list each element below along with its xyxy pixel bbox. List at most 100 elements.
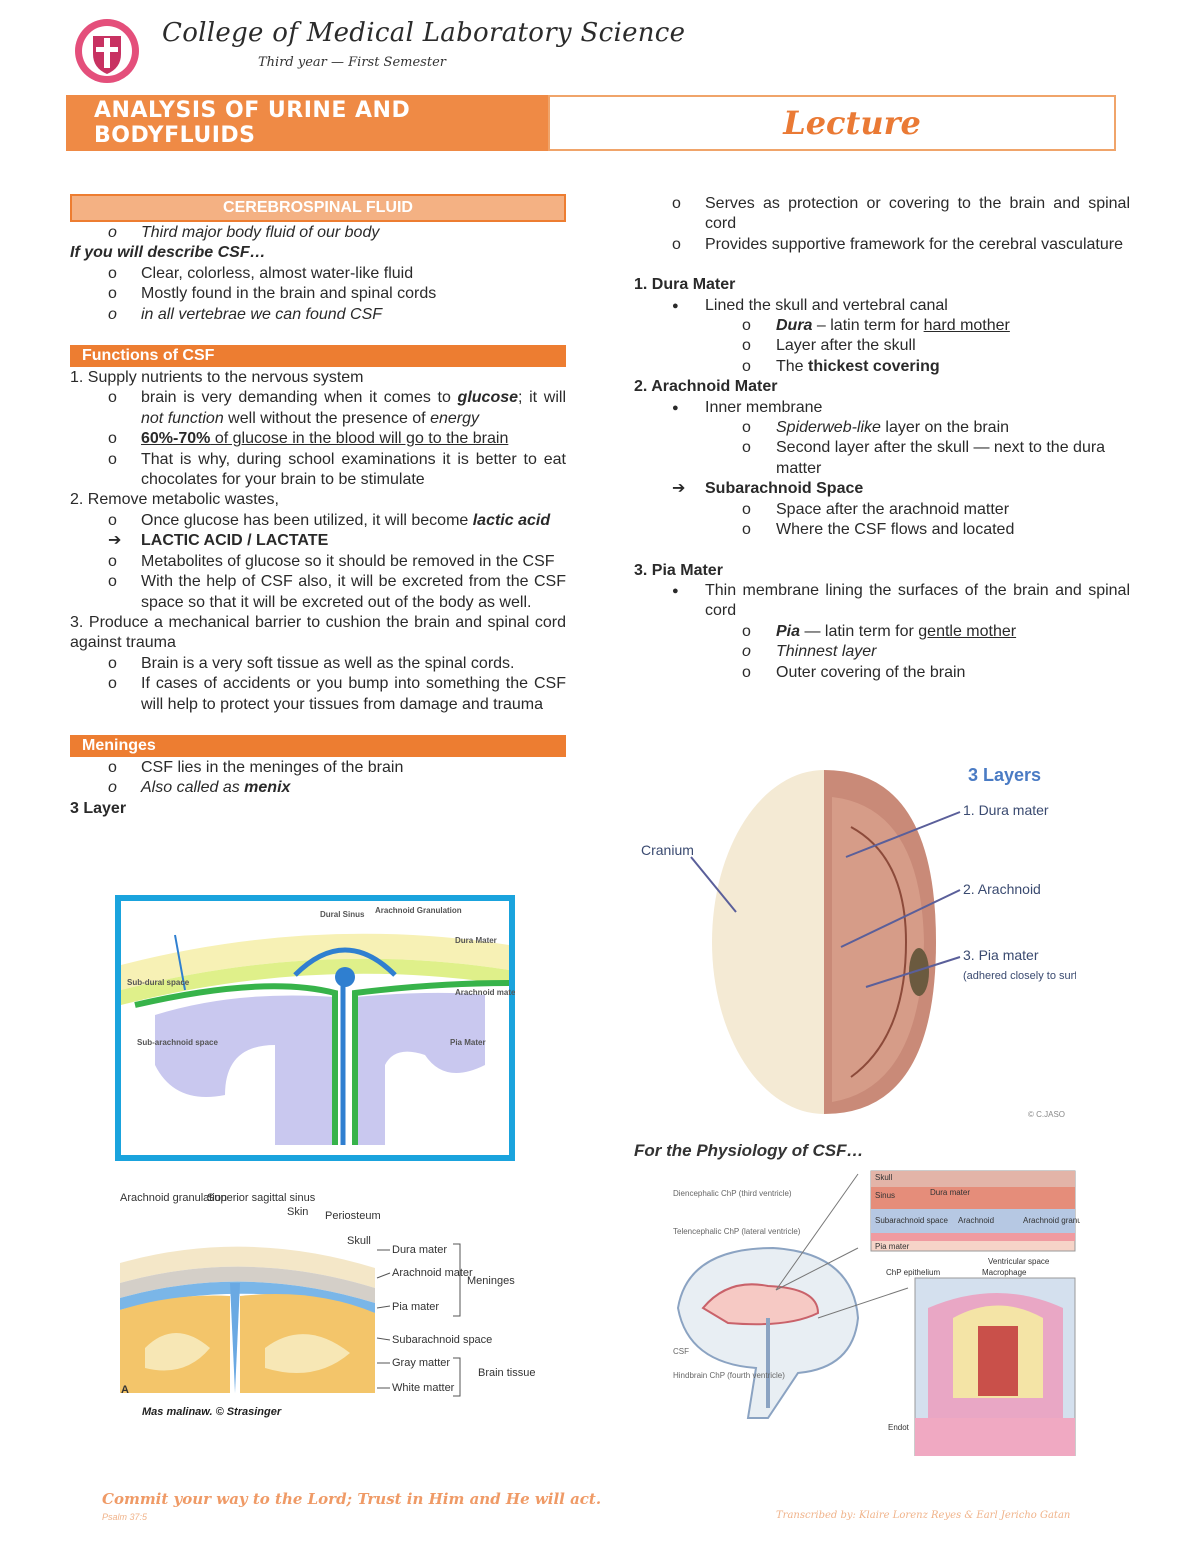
bullet-f3-b: If cases of accidents or you bump into s… — [70, 674, 566, 715]
right-column: Serves as protection or covering to the … — [634, 194, 1130, 683]
label-cranium: Cranium — [641, 842, 694, 858]
bullet-sub-a: Space after the arachnoid matter — [634, 500, 1130, 521]
label-dura-mater-3: 1. Dura mater — [963, 802, 1049, 818]
label-chp-epith: ChP epithelium — [886, 1268, 940, 1277]
label-subarach: Subarachnoid space — [392, 1334, 492, 1346]
label-3-layers: 3 Layers — [968, 765, 1041, 785]
label-white: White matter — [392, 1382, 455, 1394]
bullet-dura-1: Lined the skull and vertebral canal — [634, 296, 1130, 317]
section-head-functions: Functions of CSF — [70, 345, 566, 368]
label-pia-mater: Pia Mater — [450, 1038, 486, 1047]
left-column: CEREBROSPINAL FLUID Third major body flu… — [70, 194, 566, 819]
brain-cross-section-figure: Arachnoid granulation Superior sagittal … — [120, 1192, 535, 1397]
label-hindbrain: Hindbrain ChP (fourth ventricle) — [673, 1371, 785, 1380]
section-head-csf: CEREBROSPINAL FLUID — [70, 194, 566, 222]
arrow-subarachnoid: Subarachnoid Space — [634, 479, 1130, 500]
function-1: 1. Supply nutrients to the nervous syste… — [70, 369, 364, 387]
bullet-dura-1a: Dura – latin term for hard mother — [634, 316, 1130, 337]
lecture-box: Lecture — [548, 95, 1116, 151]
bullet-sub-b: Where the CSF flows and located — [634, 520, 1130, 541]
bullet-arach-1a: Spiderweb-like layer on the brain — [634, 418, 1130, 439]
bullet-describe-2: Mostly found in the brain and spinal cor… — [70, 284, 566, 305]
label-dienceph: Diencephalic ChP (third ventricle) — [673, 1189, 792, 1198]
label-csf: CSF — [673, 1347, 689, 1356]
label-dura-mater: Dura Mater — [455, 936, 497, 945]
label-sup-sinus: Superior sagittal sinus — [207, 1192, 316, 1204]
bullet-f3-a: Brain is a very soft tissue as well as t… — [70, 654, 566, 675]
label-sinus-4: Sinus — [875, 1191, 895, 1200]
bullet-f1-c: That is why, during school examinations … — [70, 450, 566, 491]
footer-psalm: Psalm 37:5 — [102, 1512, 148, 1522]
year-semester: Third year — First Semester — [258, 55, 446, 70]
label-arachnoid-mater: Arachnoid mater — [455, 988, 515, 997]
bullet-r-a: Serves as protection or covering to the … — [634, 194, 1130, 235]
bullet-arach-1b: Second layer after the skull — next to t… — [634, 438, 1130, 479]
three-layers-figure: 3 Layers Cranium 1. Dura mater 2. Arachn… — [641, 765, 1076, 1119]
label-macrophage: Macrophage — [982, 1268, 1027, 1277]
arrow-lactic: LACTIC ACID / LACTATE — [70, 531, 566, 552]
bullet-f2-c: With the help of CSF also, it will be ex… — [70, 572, 566, 613]
label-arachnoid-3: 2. Arachnoid — [963, 881, 1041, 897]
figure-caption: Mas malinaw. © Strasinger — [142, 1406, 282, 1418]
label-dura-4: Dura mater — [930, 1188, 970, 1197]
physiology-heading: For the Physiology of CSF… — [634, 1141, 864, 1160]
subject-title: ANALYSIS OF URINE AND BODYFLUIDS — [94, 98, 411, 148]
label-pia-mater-3: 3. Pia mater — [963, 947, 1039, 963]
layers-heading: 3 Layer — [70, 799, 127, 817]
label-pia: Pia mater — [392, 1301, 439, 1313]
arachnoid-title: 2. Arachnoid Mater — [634, 378, 778, 396]
bullet-f2-a: Once glucose has been utilized, it will … — [70, 511, 566, 532]
bullet-pia-1a: Pia — latin term for gentle mother — [634, 622, 1130, 643]
label-brain-tissue: Brain tissue — [478, 1367, 535, 1379]
label-telenceph: Telencephalic ChP (lateral ventricle) — [673, 1227, 801, 1236]
bullet-csf-intro: Third major body fluid of our body — [70, 223, 566, 244]
bullet-r-b: Provides supportive framework for the ce… — [634, 235, 1130, 256]
bullet-pia-1b: Thinnest layer — [634, 642, 1130, 663]
subject-banner: ANALYSIS OF URINE AND BODYFLUIDS — [66, 95, 548, 151]
bullet-f1-a: brain is very demanding when it comes to… — [70, 388, 566, 429]
function-2: 2. Remove metabolic wastes, — [70, 491, 279, 509]
bullet-dura-1c: The thickest covering — [634, 357, 1130, 378]
label-skull: Skull — [347, 1235, 371, 1247]
label-arachnoid: Arachnoid mater — [392, 1267, 473, 1279]
bullet-pia-1c: Outer covering of the brain — [634, 663, 1130, 684]
label-arach-gran: Arachnoid Granulation — [375, 906, 462, 915]
bullet-pia-1: Thin membrane lining the surfaces of the… — [634, 581, 1130, 622]
label-endot: Endot — [888, 1423, 910, 1432]
function-3: 3. Produce a mechanical barrier to cushi… — [70, 613, 566, 652]
describe-heading: If you will describe CSF… — [70, 244, 266, 262]
label-pia-note: (adhered closely to surface of brain) — [963, 970, 1076, 982]
footer-quote: Commit your way to the Lord; Trust in Hi… — [102, 1490, 602, 1508]
lecture-label: Lecture — [783, 104, 921, 142]
footer-credit: Transcribed by: Klaire Lorenz Reyes & Ea… — [776, 1510, 1071, 1521]
label-periosteum: Periosteum — [325, 1210, 381, 1222]
bullet-arach-1: Inner membrane — [634, 398, 1130, 419]
college-seal-logo — [75, 19, 139, 83]
label-meninges: Meninges — [467, 1275, 515, 1287]
label-dura: Dura mater — [392, 1244, 447, 1256]
bullet-men-b: Also called as menix — [70, 778, 566, 799]
label-skin: Skin — [287, 1206, 308, 1218]
physiology-figure: Diencephalic ChP (third ventricle) Telen… — [673, 1170, 1080, 1456]
college-name: College of Medical Laboratory Science — [162, 18, 686, 48]
label-pia-4: Pia mater — [875, 1242, 910, 1251]
bullet-f1-b: 60%-70% of glucose in the blood will go … — [70, 429, 566, 450]
bullet-describe-3: in all vertebrae we can found CSF — [70, 305, 566, 326]
bullet-f2-b: Metabolites of glucose so it should be r… — [70, 552, 566, 573]
bullet-dura-1b: Layer after the skull — [634, 336, 1130, 357]
bullet-describe-1: Clear, colorless, almost water-like flui… — [70, 264, 566, 285]
label-arachnoid-4: Arachnoid — [958, 1216, 994, 1225]
label-sub-dural: Sub-dural space — [127, 978, 190, 987]
label-subarach-4: Subarachnoid space — [875, 1216, 948, 1225]
label-skull-4: Skull — [875, 1173, 893, 1182]
dura-title: 1. Dura Mater — [634, 276, 736, 294]
label-dural-sinus: Dural Sinus — [320, 910, 365, 919]
section-head-meninges: Meninges — [70, 734, 566, 757]
label-ventricular: Ventricular space — [988, 1257, 1050, 1266]
label-sub-arachnoid: Sub-arachnoid space — [137, 1038, 218, 1047]
label-gray: Gray matter — [392, 1357, 450, 1369]
meninges-schematic-figure: Dural Sinus Arachnoid Granulation Dura M… — [115, 895, 515, 1161]
bullet-men-a: CSF lies in the meninges of the brain — [70, 758, 566, 779]
label-arach-granulation: Arachnoid granulation — [120, 1192, 227, 1204]
label-arach-gran-4: Arachnoid granulation — [1023, 1216, 1080, 1225]
